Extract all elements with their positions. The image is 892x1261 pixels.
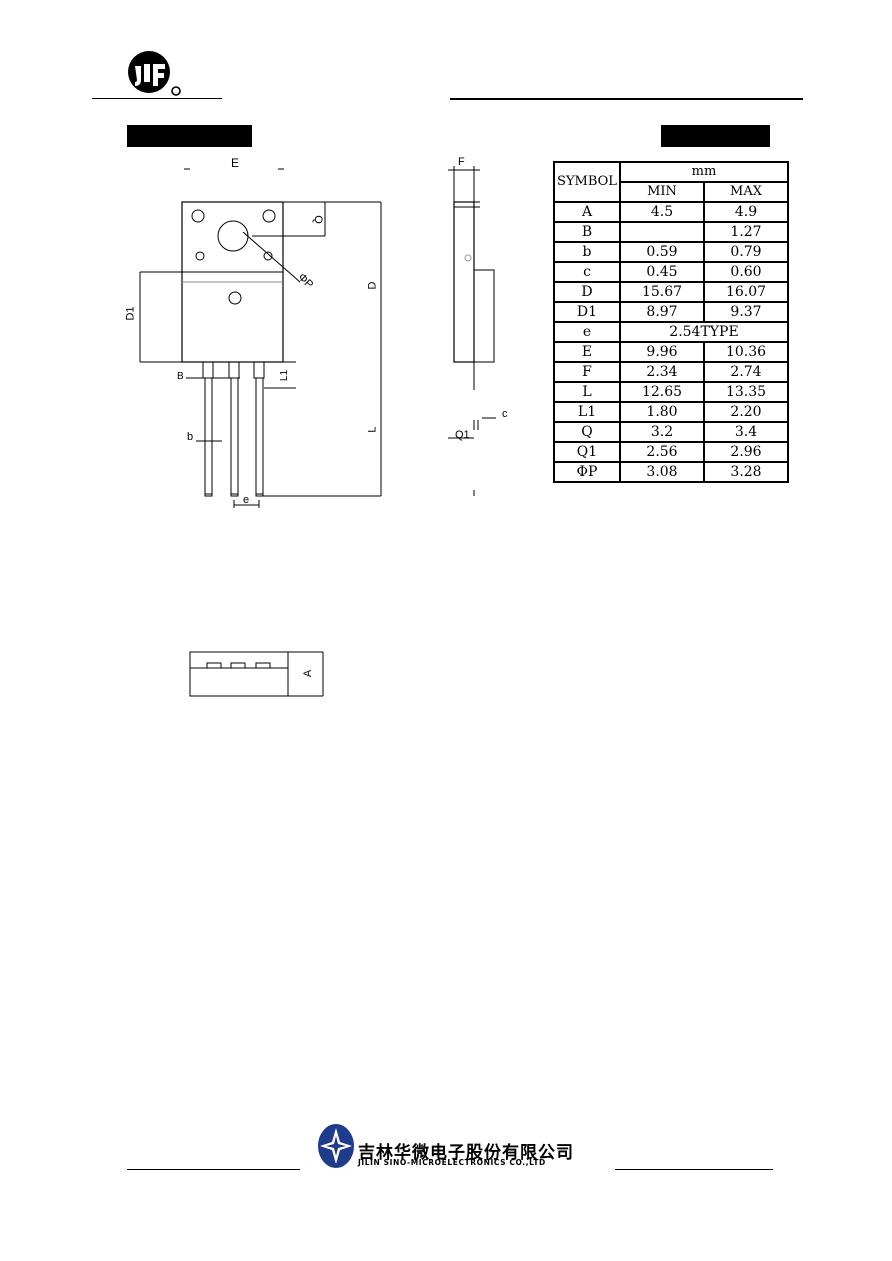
row-symbol: Q xyxy=(553,421,621,443)
table-row: E 9.96 10.36 xyxy=(553,341,789,363)
table-row: F 2.34 2.74 xyxy=(553,361,789,383)
row-max: 4.9 xyxy=(703,201,789,223)
dim-label-A: A xyxy=(302,669,315,678)
dim-label-c: c xyxy=(502,408,508,420)
row-symbol: c xyxy=(553,261,621,283)
row-symbol: D1 xyxy=(553,301,621,323)
table-header-min: MIN xyxy=(619,181,705,203)
dimension-title-bar xyxy=(661,125,770,147)
dim-label-Q1: Q1 xyxy=(455,429,470,441)
row-max: 16.07 xyxy=(703,281,789,303)
row-min: 3.2 xyxy=(619,421,705,443)
row-min: 15.67 xyxy=(619,281,705,303)
dim-label-L: L xyxy=(366,426,379,433)
row-min xyxy=(619,221,705,243)
row-max: 9.37 xyxy=(703,301,789,323)
table-row: L1 1.80 2.20 xyxy=(553,401,789,423)
row-min: 9.96 xyxy=(619,341,705,363)
dim-label-b: b xyxy=(187,431,194,443)
row-symbol: D xyxy=(553,281,621,303)
table-row: B 1.27 xyxy=(553,221,789,243)
dim-label-E: E xyxy=(231,156,240,170)
table-row: L 12.65 13.35 xyxy=(553,381,789,403)
row-min: 2.34 xyxy=(619,361,705,383)
table-row: ΦP 3.08 3.28 xyxy=(553,461,789,483)
table-row: D 15.67 16.07 xyxy=(553,281,789,303)
row-symbol: Q1 xyxy=(553,441,621,463)
dim-label-e: e xyxy=(243,494,250,506)
table-row: D1 8.97 9.37 xyxy=(553,301,789,323)
row-min: 8.97 xyxy=(619,301,705,323)
footer-rule-right xyxy=(615,1169,773,1170)
row-symbol: F xyxy=(553,361,621,383)
row-min: 0.45 xyxy=(619,261,705,283)
header-rule-left xyxy=(92,98,222,99)
footer-company-en: JILIN SINO-MICROELECTRONICS CO.,LTD xyxy=(358,1158,546,1167)
row-min: 12.65 xyxy=(619,381,705,403)
dim-label-Q: Q xyxy=(311,215,324,224)
row-max: 3.28 xyxy=(703,461,789,483)
footer-company-cn: 吉林华微电子股份有限公司 xyxy=(358,1143,574,1163)
row-min: 3.08 xyxy=(619,461,705,483)
table-row: A 4.5 4.9 xyxy=(553,201,789,223)
table-header-symbol: SYMBOL xyxy=(553,161,621,203)
row-min: 0.59 xyxy=(619,241,705,263)
table-row: c 0.45 0.60 xyxy=(553,261,789,283)
row-max: 2.20 xyxy=(703,401,789,423)
row-symbol: e xyxy=(553,321,621,343)
row-max: 2.74 xyxy=(703,361,789,383)
header-rule-right xyxy=(450,98,803,100)
jilin-sino-star-logo-icon xyxy=(318,1124,354,1168)
dim-label-F: F xyxy=(458,156,465,168)
row-symbol: E xyxy=(553,341,621,363)
row-symbol: ΦP xyxy=(553,461,621,483)
row-typ: 2.54TYPE xyxy=(619,321,789,343)
row-min: 2.56 xyxy=(619,441,705,463)
row-max: 3.4 xyxy=(703,421,789,443)
footer-rule-left xyxy=(127,1169,300,1170)
row-symbol: b xyxy=(553,241,621,263)
row-max: 0.60 xyxy=(703,261,789,283)
row-min: 4.5 xyxy=(619,201,705,223)
dim-label-B: B xyxy=(177,371,184,382)
row-symbol: A xyxy=(553,201,621,223)
dim-label-D: D xyxy=(366,281,379,290)
table-header-unit: mm xyxy=(619,161,789,183)
row-min: 1.80 xyxy=(619,401,705,423)
row-symbol: L xyxy=(553,381,621,403)
row-max: 0.79 xyxy=(703,241,789,263)
dim-label-D1: D1 xyxy=(124,306,137,321)
row-max: 13.35 xyxy=(703,381,789,403)
outline-title-bar xyxy=(127,125,252,147)
row-symbol: L1 xyxy=(553,401,621,423)
table-row: e 2.54TYPE xyxy=(553,321,789,343)
table-row: Q 3.2 3.4 xyxy=(553,421,789,443)
table-header-max: MAX xyxy=(703,181,789,203)
row-max: 10.36 xyxy=(703,341,789,363)
row-max: 1.27 xyxy=(703,221,789,243)
jsm-logo-icon xyxy=(128,51,181,96)
row-symbol: B xyxy=(553,221,621,243)
row-max: 2.96 xyxy=(703,441,789,463)
table-row: b 0.59 0.79 xyxy=(553,241,789,263)
dimension-table: SYMBOL mm MIN MAX A 4.5 4.9 B 1.27 b 0.5… xyxy=(553,161,789,483)
dim-label-L1: L1 xyxy=(279,369,291,382)
table-row: Q1 2.56 2.96 xyxy=(553,441,789,463)
